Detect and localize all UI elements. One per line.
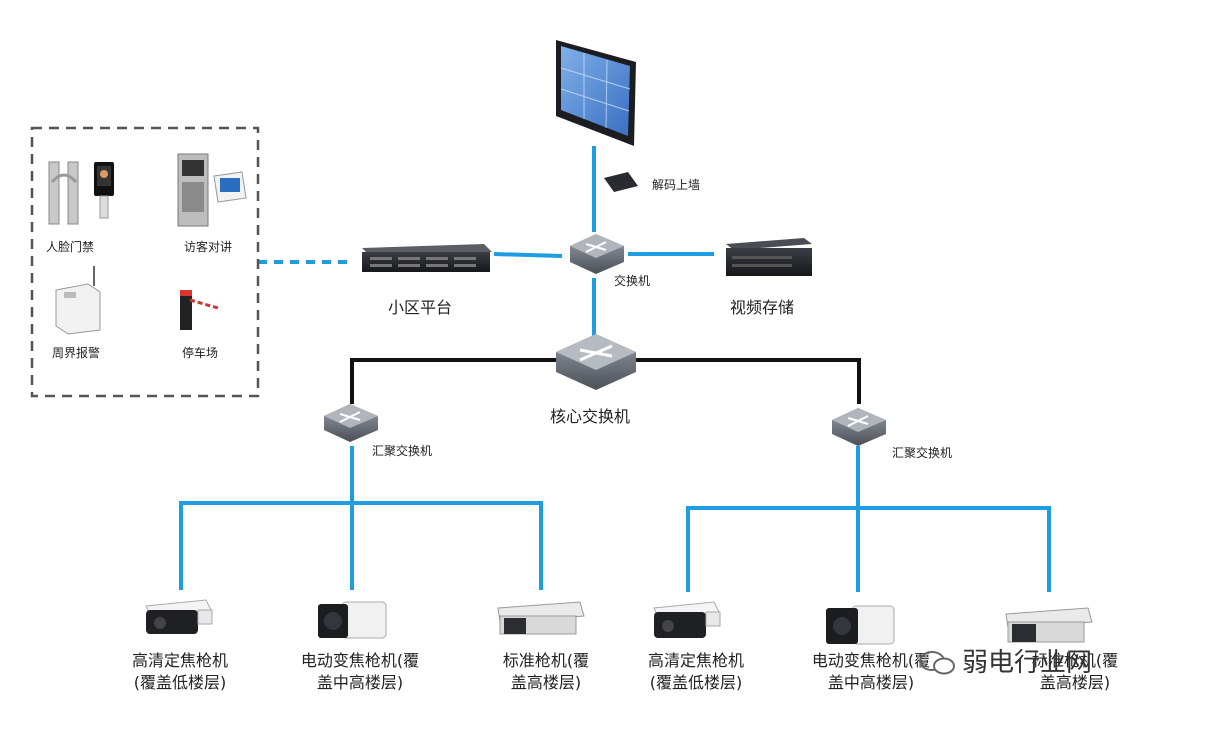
left-camera-2-line1: 电动变焦枪机(覆 — [300, 651, 420, 670]
left-camera-2-line2: 盖中高楼层) — [316, 673, 404, 692]
link-platform-switch — [493, 252, 563, 258]
left-camera-1-line2: (覆盖低楼层) — [133, 673, 227, 692]
wechat-logo-icon — [919, 651, 955, 675]
visitor-intercom-icon — [177, 153, 247, 227]
right-camera-1-line1: 高清定焦枪机 — [647, 651, 744, 670]
left-motorized-zoom-camera-icon — [318, 601, 387, 639]
left-camera-3-label: 标准枪机(覆 盖高楼层) — [486, 650, 606, 694]
video-wall-icon — [556, 40, 636, 146]
left-standard-camera-icon — [497, 601, 585, 635]
right-camera-3-line2: 盖高楼层) — [1039, 673, 1111, 692]
left-aggregation-switch-icon — [324, 404, 378, 442]
core-switch-icon — [556, 334, 636, 390]
right-camera-2-line1: 电动变焦枪机(覆 — [811, 651, 931, 670]
perimeter-alarm-icon — [55, 266, 101, 335]
perimeter-alarm-label: 周界报警 — [52, 346, 101, 360]
right-hd-fixed-camera-icon — [653, 601, 721, 638]
right-camera-2-label: 电动变焦枪机(覆 盖中高楼层) — [796, 650, 946, 694]
access-switch-icon — [570, 234, 624, 274]
video-storage-icon — [726, 238, 812, 276]
left-aggregation-label: 汇聚交换机 — [372, 444, 433, 458]
left-camera-1-label: 高清定焦枪机 (覆盖低楼层) — [110, 650, 250, 694]
right-aggregation-label: 汇聚交换机 — [892, 446, 953, 460]
left-hd-fixed-camera-icon — [145, 599, 213, 634]
platform-label: 小区平台 — [388, 298, 453, 317]
right-camera-1-line2: (覆盖低楼层) — [649, 673, 743, 692]
left-camera-2-label: 电动变焦枪机(覆 盖中高楼层) — [280, 650, 440, 694]
blue-links — [179, 146, 1051, 592]
right-camera-3-line1: 标准枪机(覆 — [1031, 651, 1119, 670]
parking-label: 停车场 — [182, 346, 219, 360]
platform-server-icon — [362, 244, 492, 272]
right-camera-1-label: 高清定焦枪机 (覆盖低楼层) — [626, 650, 766, 694]
storage-label: 视频存储 — [730, 298, 795, 317]
left-camera-3-line2: 盖高楼层) — [510, 673, 582, 692]
core-switch-label: 核心交换机 — [550, 407, 631, 426]
right-camera-2-line2: 盖中高楼层) — [827, 673, 915, 692]
link-right-bus — [686, 506, 1051, 592]
decoder-icon — [604, 172, 638, 192]
face-gate-label: 人脸门禁 — [46, 240, 95, 254]
subsystem-box — [30, 126, 260, 398]
visitor-intercom-label: 访客对讲 — [184, 240, 233, 254]
right-standard-camera-icon — [1005, 607, 1093, 643]
parking-barrier-icon — [180, 290, 219, 330]
left-camera-1-line1: 高清定焦枪机 — [131, 651, 228, 670]
right-camera-3-label: 标准枪机(覆 盖高楼层) — [1010, 650, 1140, 694]
left-camera-3-line1: 标准枪机(覆 — [502, 651, 590, 670]
right-motorized-zoom-camera-icon — [826, 605, 895, 645]
watermark-text: 弱电行业网 — [962, 648, 1093, 678]
decoder-label: 解码上墙 — [652, 178, 701, 192]
access-switch-label: 交换机 — [614, 274, 651, 288]
face-gate-icon — [48, 161, 114, 225]
right-aggregation-switch-icon — [832, 408, 886, 446]
link-left-bus — [179, 501, 543, 590]
